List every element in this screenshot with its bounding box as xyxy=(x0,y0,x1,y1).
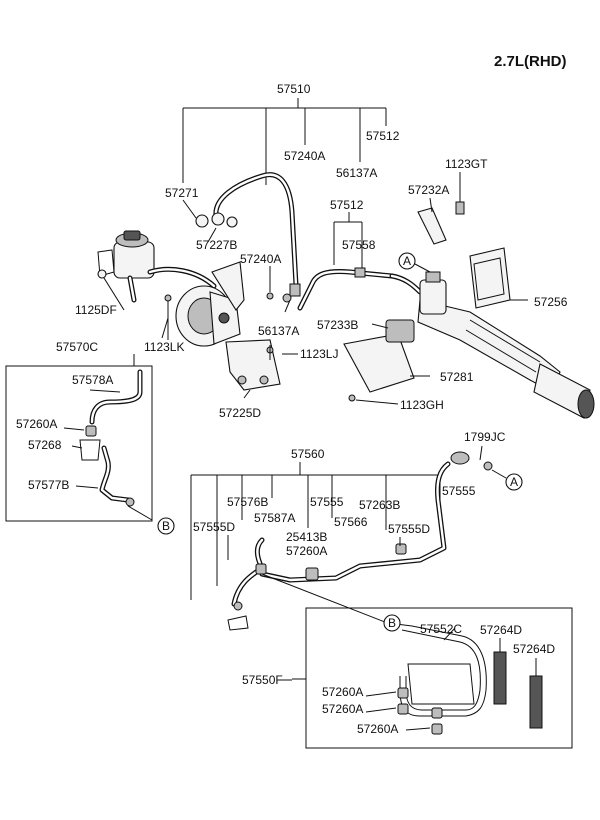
label-57260a-b2: 57260A xyxy=(322,702,363,716)
bracket-57510 xyxy=(182,98,387,185)
label-57577b: 57577B xyxy=(28,478,69,492)
label-57271: 57271 xyxy=(165,186,199,200)
svg-text:A: A xyxy=(510,475,518,489)
label-57232a: 57232A xyxy=(408,183,449,197)
label-57560: 57560 xyxy=(291,447,325,461)
label-57227b: 57227B xyxy=(196,238,237,252)
pump-bracket-57225d xyxy=(225,292,292,391)
cooler-box xyxy=(292,607,573,749)
label-57240a-mid: 57240A xyxy=(240,252,281,266)
svg-text:B: B xyxy=(162,519,170,533)
label-57578a: 57578A xyxy=(72,373,113,387)
svg-text:B: B xyxy=(388,616,396,630)
label-57260a-center: 57260A xyxy=(286,544,327,558)
label-57240a-top: 57240A xyxy=(284,149,325,163)
label-57555d-left: 57555D xyxy=(193,520,235,534)
label-57566: 57566 xyxy=(334,515,368,529)
label-57576b: 57576B xyxy=(227,495,268,509)
cooler-hose-box-57570c xyxy=(5,354,153,522)
label-57256: 57256 xyxy=(534,295,568,309)
label-57570c: 57570C xyxy=(56,340,98,354)
label-57260a-b3: 57260A xyxy=(357,722,398,736)
label-1123lj: 1123LJ xyxy=(300,347,338,361)
label-57260a-left: 57260A xyxy=(16,417,57,431)
label-57263b: 57263B xyxy=(359,498,400,512)
label-57558: 57558 xyxy=(342,238,376,252)
label-57512-mid: 57512 xyxy=(330,198,364,212)
ref-a-upper: A xyxy=(398,252,431,273)
leader-lines xyxy=(63,172,528,681)
return-hose-57512 xyxy=(297,212,423,311)
return-tube-assembly xyxy=(227,451,493,631)
label-56137a-top: 56137A xyxy=(336,166,377,180)
reservoir xyxy=(97,230,217,303)
label-57268: 57268 xyxy=(28,438,62,452)
label-1123gt: 1123GT xyxy=(445,157,488,171)
power-steering-pump xyxy=(164,261,245,347)
label-57587a: 57587A xyxy=(254,511,295,525)
label-1123lk: 1123LK xyxy=(144,340,184,354)
label-57225d: 57225D xyxy=(219,406,261,420)
label-25413b: 25413B xyxy=(286,530,327,544)
ref-b-cooler: B xyxy=(383,614,401,632)
label-57510: 57510 xyxy=(277,82,311,96)
pressure-hose-assembly xyxy=(195,172,301,297)
label-57264d-a: 57264D xyxy=(480,623,522,637)
ref-b-left: B xyxy=(157,517,175,535)
engine-variant-title: 2.7L(RHD) xyxy=(494,53,567,70)
label-57260a-b1: 57260A xyxy=(322,685,363,699)
svg-text:A: A xyxy=(403,254,411,268)
label-57512-top: 57512 xyxy=(366,129,400,143)
bracket-57560 xyxy=(190,462,441,600)
label-57555-mid: 57555 xyxy=(310,495,344,509)
part-labels: 57510 57512 57240A 56137A 57271 1123GT 5… xyxy=(16,82,568,736)
label-1799jc: 1799JC xyxy=(464,430,506,444)
steering-gear-rack xyxy=(343,188,595,419)
label-1125df: 1125DF xyxy=(75,303,117,317)
label-57281: 57281 xyxy=(440,370,474,384)
label-57555d-right: 57555D xyxy=(388,522,430,536)
label-1123gh: 1123GH xyxy=(400,398,444,412)
ref-a-lower: A xyxy=(491,469,523,491)
label-leader-stubs xyxy=(227,535,537,731)
label-57555-right: 57555 xyxy=(442,484,476,498)
label-57233b: 57233B xyxy=(317,318,358,332)
label-56137a-mid: 56137A xyxy=(258,324,299,338)
label-57552c: 57552C xyxy=(420,622,462,636)
label-57264d-b: 57264D xyxy=(513,642,555,656)
label-57550f: 57550F xyxy=(242,673,283,687)
